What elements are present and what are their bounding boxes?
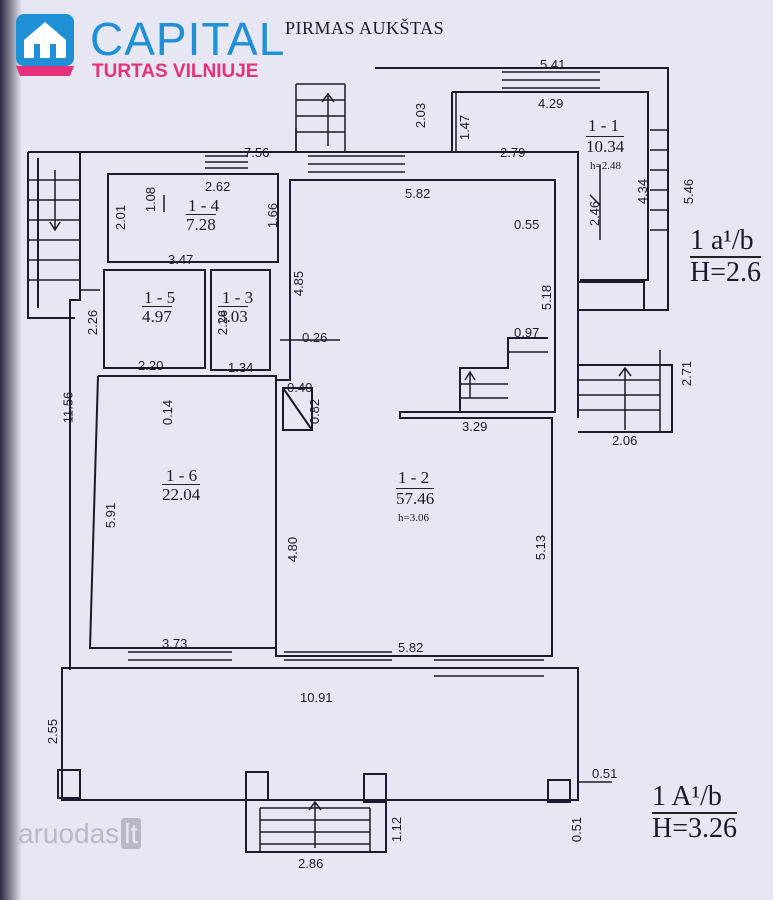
plan-title: PIRMAS AUKŠTAS	[285, 18, 445, 38]
dim-label: 0.55	[514, 217, 540, 232]
room-area: 7.28	[186, 214, 216, 234]
dim-label: 2.26	[85, 309, 101, 336]
page-edge-shadow	[0, 0, 22, 900]
dim-label: 2.79	[500, 145, 526, 160]
dim-label: 5.82	[405, 186, 431, 201]
dim-label: 0.14	[160, 399, 176, 426]
dim-label: 3.29	[462, 419, 488, 434]
dim-label: 5.41	[540, 57, 566, 72]
dim-label: 3.73	[162, 636, 188, 651]
watermark-suffix: lt	[121, 818, 142, 849]
legend-annex-top: 1 a¹/b	[690, 225, 754, 256]
dim-label: 11.56	[60, 391, 76, 424]
room-height: h=3.06	[398, 512, 429, 524]
capital-logo: CAPITAL TURTAS VILNIUJE	[14, 12, 284, 82]
logo-name: CAPITAL	[90, 13, 286, 65]
room-area: 4.97	[142, 306, 172, 326]
dim-label: 2.20	[138, 358, 164, 373]
dim-label: 0.51	[569, 816, 585, 843]
dim-label: 4.29	[538, 96, 564, 111]
dim-label: 2.86	[298, 856, 324, 871]
room-id: 1 - 4	[188, 196, 220, 215]
dim-label: 5.18	[539, 284, 555, 311]
dim-label: 2.03	[413, 102, 429, 129]
room-area: 10.34	[586, 136, 625, 156]
dim-label: 3.47	[168, 252, 194, 267]
dim-label: 1.66	[265, 202, 281, 229]
dim-label: 4.80	[285, 536, 301, 563]
dim-label: 4.34	[635, 178, 651, 205]
room-area: 3.03	[218, 306, 248, 326]
dim-label: 0.40	[287, 380, 313, 395]
dim-label: 1.47	[457, 114, 473, 141]
dim-label: 0.82	[307, 398, 323, 425]
dim-label: 2.71	[679, 360, 695, 387]
room-area: 22.04	[162, 484, 201, 504]
room-area: 57.46	[396, 488, 435, 508]
dim-label: 5.91	[103, 502, 119, 529]
watermark-text: aruodas	[18, 818, 120, 849]
logo-tagline: TURTAS VILNIUJE	[92, 61, 259, 82]
dim-label: 2.62	[205, 179, 231, 194]
dim-label: 5.13	[533, 534, 549, 561]
room-id: 1 - 6	[166, 466, 198, 485]
dim-label: 2.06	[612, 433, 638, 448]
legend-annex-bottom: H=2.6	[690, 256, 762, 288]
legend-main-top: 1 A¹/b	[652, 781, 722, 812]
dim-label: 0.97	[514, 325, 540, 340]
room-id: 1 - 3	[222, 288, 254, 307]
room-id: 1 - 5	[144, 288, 176, 307]
dim-label: 2.46	[587, 200, 603, 227]
dim-label: 2.01	[113, 204, 129, 231]
dim-label: 1.34	[228, 360, 254, 375]
room-id: 1 - 2	[398, 468, 430, 487]
legend-main-bottom: H=3.26	[652, 812, 738, 844]
dim-label: 5.46	[681, 178, 697, 205]
dim-label: 0.26	[302, 330, 328, 345]
room-height: h=2.48	[590, 160, 621, 172]
legend-annex: 1 a¹/b H=2.6	[690, 225, 762, 288]
dim-label: 1.12	[389, 816, 405, 843]
dim-label: 1.08	[143, 186, 159, 213]
dim-label: 0.51	[592, 766, 618, 781]
dim-label: 5.82	[398, 640, 424, 655]
dim-label: 7.56	[244, 145, 270, 160]
dim-label: 4.85	[291, 270, 307, 297]
legend-main: 1 A¹/b H=3.26	[652, 781, 738, 844]
house-logo-icon	[16, 14, 74, 76]
dim-label: 10.91	[300, 690, 333, 705]
dim-label: 2.55	[45, 718, 61, 745]
room-id: 1 - 1	[588, 116, 620, 135]
